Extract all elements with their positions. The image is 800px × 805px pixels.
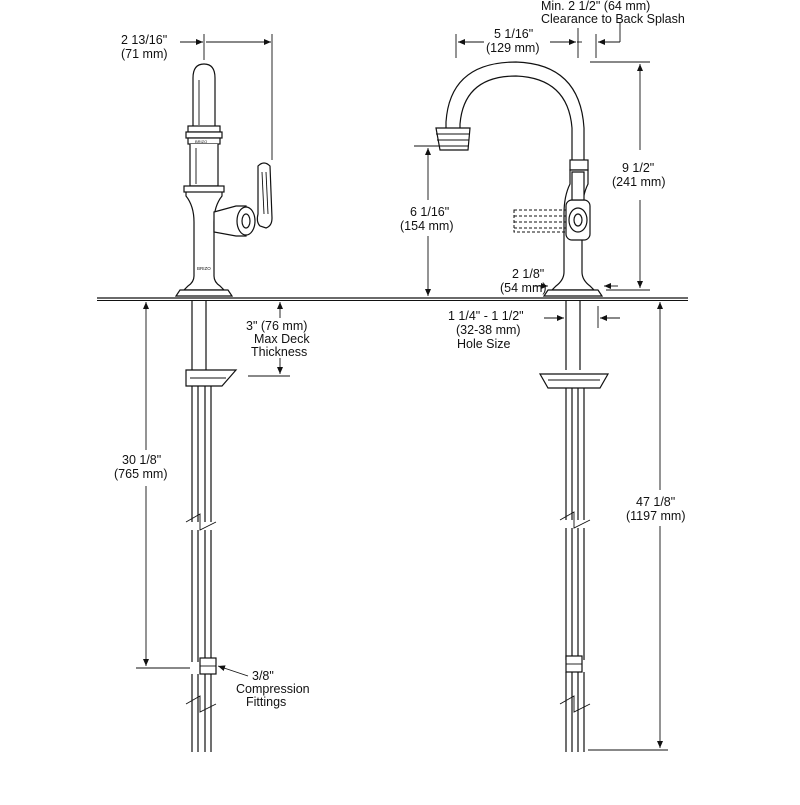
handle-width-mm-label: (71 mm): [121, 47, 168, 61]
dim-right-supply: 47 1/8" (1197 mm): [588, 302, 686, 751]
backsplash-label-line2: Clearance to Back Splash: [541, 12, 685, 26]
reach-label: 5 1/16": [494, 27, 533, 41]
base-dia-label: 2 1/8": [512, 267, 544, 281]
reach-mm-label: (129 mm): [486, 41, 539, 55]
dim-deck-thickness: 3" (76 mm) Max Deck Thickness: [246, 302, 310, 377]
dim-base-diameter: 2 1/8" (54 mm): [500, 267, 618, 295]
total-height-label: 9 1/2": [622, 161, 654, 175]
handle-swing-outline: [513, 209, 567, 233]
right-supply-mm-label: (1197 mm): [626, 509, 686, 523]
aerator-head: [435, 127, 471, 151]
faucet-front-view: [435, 61, 604, 297]
dim-hole-size: 1 1/4" - 1 1/2" (32-38 mm) Hole Size: [448, 306, 620, 351]
fittings-line3: Fittings: [246, 695, 286, 709]
backsplash-label-line1: Min. 2 1/2" (64 mm): [541, 0, 650, 13]
dim-reach: 5 1/16" (129 mm): [455, 27, 579, 58]
right-supply-assembly: [538, 300, 610, 752]
dim-left-supply: 30 1/8" (765 mm): [114, 302, 190, 669]
aerator-height-mm-label: (154 mm): [400, 219, 453, 233]
dim-backsplash-clearance: Min. 2 1/2" (64 mm) Clearance to Back Sp…: [541, 0, 685, 58]
base-escutcheon: [174, 289, 234, 297]
fittings-line1: 3/8": [252, 669, 274, 683]
brand-mark: BRIZO: [197, 266, 211, 271]
spout-tube: [192, 63, 216, 128]
right-mounting-bracket: [538, 373, 610, 389]
total-height-mm-label: (241 mm): [612, 175, 665, 189]
deck-line: [97, 297, 688, 301]
callout-compression-fittings: 3/8" Compression Fittings: [217, 665, 310, 709]
right-supply-label: 47 1/8": [636, 495, 675, 509]
deck-thickness-line3: Thickness: [251, 345, 307, 359]
handle-width-label: 2 13/16": [121, 33, 167, 47]
hole-size-line2: (32-38 mm): [456, 323, 521, 337]
dim-aerator-height: 6 1/16" (154 mm): [400, 145, 453, 296]
fittings-line2: Compression: [236, 682, 310, 696]
dim-handle-width: 2 13/16" (71 mm): [121, 33, 273, 160]
base-dia-mm-label: (54 mm): [500, 281, 547, 295]
svg-text:BRIZO: BRIZO: [195, 139, 207, 144]
hole-size-line1: 1 1/4" - 1 1/2": [448, 309, 524, 323]
aerator-height-label: 6 1/16": [410, 205, 449, 219]
left-supply-label: 30 1/8": [122, 453, 161, 467]
faucet-body: [182, 189, 226, 291]
faucet-side-view: BRIZO BRIZO: [174, 63, 273, 297]
deck-thickness-line1: 3" (76 mm): [246, 319, 307, 333]
gooseneck-spout: [445, 61, 585, 164]
left-supply-assembly: [185, 300, 238, 752]
hole-size-line3: Hole Size: [457, 337, 511, 351]
deck-thickness-line2: Max Deck: [254, 332, 310, 346]
lever-handle: [256, 162, 273, 229]
left-supply-mm-label: (765 mm): [114, 467, 167, 481]
dim-total-height: 9 1/2" (241 mm): [590, 61, 665, 291]
